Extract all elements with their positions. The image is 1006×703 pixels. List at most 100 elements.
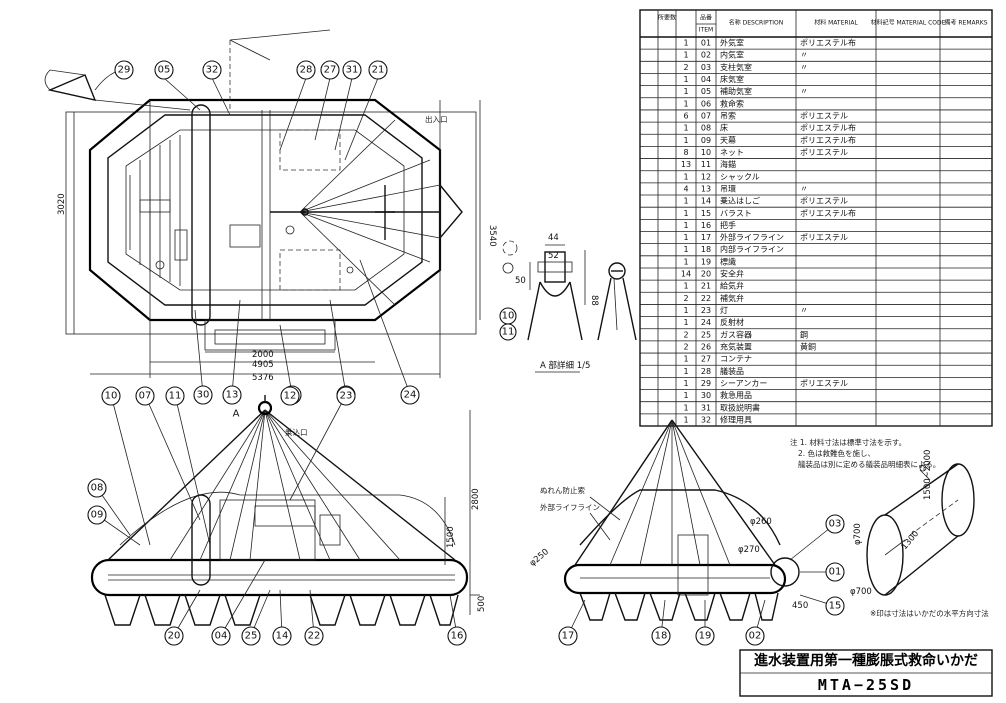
row-qty: 1 bbox=[683, 233, 688, 242]
callout-side-09-label: 09 bbox=[91, 510, 104, 521]
callout-side-20-label: 20 bbox=[168, 631, 181, 642]
row-description: 反射材 bbox=[720, 317, 744, 327]
row-qty: 1 bbox=[683, 367, 688, 376]
detail-a-label: A 部詳細 1/5 bbox=[540, 360, 590, 371]
row-description: 補気弁 bbox=[720, 293, 744, 303]
callout-plan-32: 32 bbox=[202, 60, 222, 80]
callout-side-08-circle bbox=[87, 478, 107, 498]
row-qty: 1 bbox=[683, 415, 688, 424]
row-qty: 1 bbox=[683, 221, 688, 230]
plan-view: 3020 3540 2000 4905 5376 出入口 bbox=[44, 29, 497, 395]
row-material: ポリエステル布 bbox=[800, 208, 856, 218]
row-description: 海錨 bbox=[720, 159, 736, 169]
row-item-no: 09 bbox=[701, 136, 711, 145]
callout-front-15-circle bbox=[825, 596, 845, 616]
row-item-no: 23 bbox=[701, 306, 711, 315]
row-description: 外気室 bbox=[720, 38, 744, 48]
row-description: 支柱気室 bbox=[720, 62, 752, 72]
row-qty: 1 bbox=[683, 391, 688, 400]
callout-side-20-circle bbox=[164, 626, 184, 646]
callout-plan-27: 27 bbox=[320, 60, 340, 80]
row-item-no: 29 bbox=[701, 379, 711, 388]
callout-side-11-circle bbox=[165, 386, 185, 406]
row-description: 床 bbox=[720, 123, 728, 133]
row-item-no: 03 bbox=[701, 63, 711, 72]
callout-plan-31: 31 bbox=[342, 60, 362, 80]
callout-front-19-circle bbox=[695, 626, 715, 646]
callout-front-15: 15 bbox=[825, 596, 845, 616]
row-qty: 1 bbox=[683, 282, 688, 291]
row-material: ポリエステル布 bbox=[800, 123, 856, 133]
row-item-no: 11 bbox=[701, 160, 711, 169]
row-item-no: 14 bbox=[701, 197, 711, 206]
header-item: ITEM bbox=[699, 27, 713, 34]
row-material: ポリエステル bbox=[800, 148, 848, 157]
row-qty: 6 bbox=[683, 112, 688, 121]
row-item-no: 32 bbox=[701, 415, 711, 424]
callout-plan-30: 30 bbox=[193, 385, 213, 405]
callout-front-03: 03 bbox=[825, 514, 845, 534]
row-item-no: 20 bbox=[701, 270, 711, 279]
callout-front-15-label: 15 bbox=[829, 601, 842, 612]
row-qty: 13 bbox=[681, 160, 691, 169]
row-qty: 1 bbox=[683, 318, 688, 327]
row-material: 〃 bbox=[800, 51, 808, 60]
callout-side-12-label: 12 bbox=[284, 391, 297, 402]
tube-dim-b: 1300 bbox=[900, 529, 922, 552]
callout-plan-27-label: 27 bbox=[324, 65, 337, 76]
callout-side-22-circle bbox=[304, 626, 324, 646]
row-qty: 2 bbox=[683, 294, 688, 303]
row-qty: 1 bbox=[683, 403, 688, 412]
row-item-no: 27 bbox=[701, 355, 711, 364]
dim-mid-width: 4905 bbox=[252, 360, 274, 370]
detail-dim-h2: 50 bbox=[515, 276, 526, 286]
row-qty: 1 bbox=[683, 355, 688, 364]
callout-plan-32-label: 32 bbox=[206, 65, 219, 76]
row-qty: 2 bbox=[683, 342, 688, 351]
row-item-no: 04 bbox=[701, 75, 711, 84]
row-qty: 2 bbox=[683, 63, 688, 72]
callout-side-14: 14 bbox=[272, 626, 292, 646]
row-description: 天幕 bbox=[720, 135, 736, 145]
header-remarks: 備考 REMARKS bbox=[944, 19, 987, 27]
front-dim-d5: φ700 bbox=[850, 587, 872, 597]
callout-plan-28: 28 bbox=[296, 60, 316, 80]
callout-side-04-circle bbox=[211, 626, 231, 646]
row-item-no: 22 bbox=[701, 294, 711, 303]
row-item-no: 15 bbox=[701, 209, 711, 218]
callout-detail-11-circle bbox=[499, 323, 517, 341]
callout-plan-21-label: 21 bbox=[372, 65, 385, 76]
row-qty: 1 bbox=[683, 172, 688, 181]
row-description: 補助気室 bbox=[720, 86, 752, 96]
row-item-no: 01 bbox=[701, 39, 711, 48]
parts-table: 所要数 品番 ITEM 名称 DESCRIPTION 材料 MATERIAL 材… bbox=[639, 9, 993, 427]
header-qty: 所要数 bbox=[658, 14, 676, 22]
side-dim-canopy: 1500 bbox=[446, 526, 456, 548]
callout-side-08: 08 bbox=[87, 478, 107, 498]
callout-side-25: 25 bbox=[241, 626, 261, 646]
tube-detail: 1500~2000 1300 φ700 bbox=[853, 450, 975, 596]
row-item-no: 26 bbox=[701, 342, 711, 351]
note-3: 艤装品は別に定める艤装品明細表による。 bbox=[798, 459, 940, 469]
callout-front-17-circle bbox=[558, 626, 578, 646]
callout-detail-11-label: 11 bbox=[502, 327, 515, 338]
row-qty: 1 bbox=[683, 306, 688, 315]
row-item-no: 08 bbox=[701, 124, 711, 133]
row-item-no: 05 bbox=[701, 87, 711, 96]
callout-plan-05-label: 05 bbox=[158, 65, 171, 76]
callout-front-01: 01 bbox=[825, 562, 845, 582]
row-qty: 1 bbox=[683, 136, 688, 145]
tube-dim-c: φ700 bbox=[853, 523, 863, 545]
